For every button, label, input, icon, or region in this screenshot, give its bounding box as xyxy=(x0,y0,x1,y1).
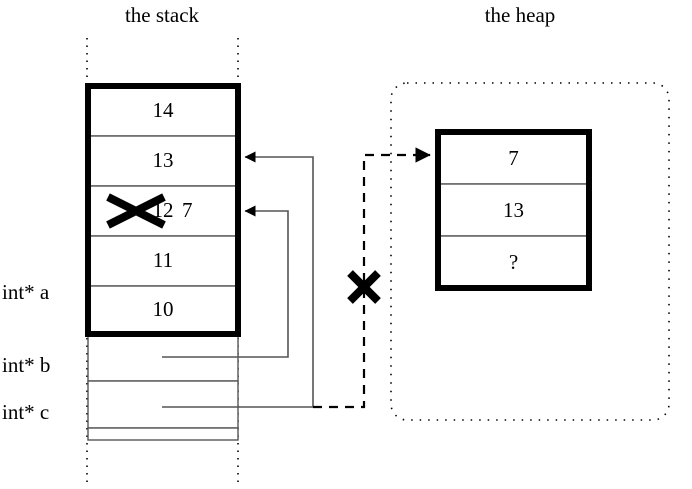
dangling-pointer-arrow xyxy=(313,147,431,409)
stack-empty-cell-bottom xyxy=(87,427,239,441)
invalid-pointer-x-icon xyxy=(347,270,381,304)
stack-cell-14 xyxy=(87,85,239,137)
variable-label-a: int* a xyxy=(2,280,50,304)
stack-cell-value-3: 11 xyxy=(152,248,174,272)
heap-cell-value-2: ? xyxy=(508,250,519,274)
variable-label-b: int* b xyxy=(2,353,51,377)
variable-label-c: int* c xyxy=(2,400,50,424)
struck-value-x-icon xyxy=(106,193,166,229)
heap-cell-7 xyxy=(437,131,590,185)
stack-cell-value-2-new: 7 xyxy=(182,198,193,222)
stack-cell-value-4: 10 xyxy=(152,297,174,321)
stack-cell-value-2-old: 12 xyxy=(152,198,174,222)
heap-cell-13 xyxy=(437,183,590,237)
stack-cell-value-1: 13 xyxy=(152,148,174,172)
stack-region-title: the stack xyxy=(124,3,200,27)
stack-pointer-cell-c xyxy=(87,380,239,429)
heap-cell-unknown xyxy=(437,235,590,289)
stack-cell-value-0: 14 xyxy=(152,98,174,122)
heap-region-title: the heap xyxy=(484,3,556,27)
pointer-arrow-b xyxy=(162,205,289,358)
stack-allocated-block-outline xyxy=(85,83,241,337)
heap-region-boundary xyxy=(390,82,670,421)
heap-cell-value-1: 13 xyxy=(503,198,524,222)
heap-block-outline xyxy=(435,129,592,291)
pointer-arrow-c xyxy=(162,151,314,408)
heap-cell-value-0: 7 xyxy=(508,146,519,170)
